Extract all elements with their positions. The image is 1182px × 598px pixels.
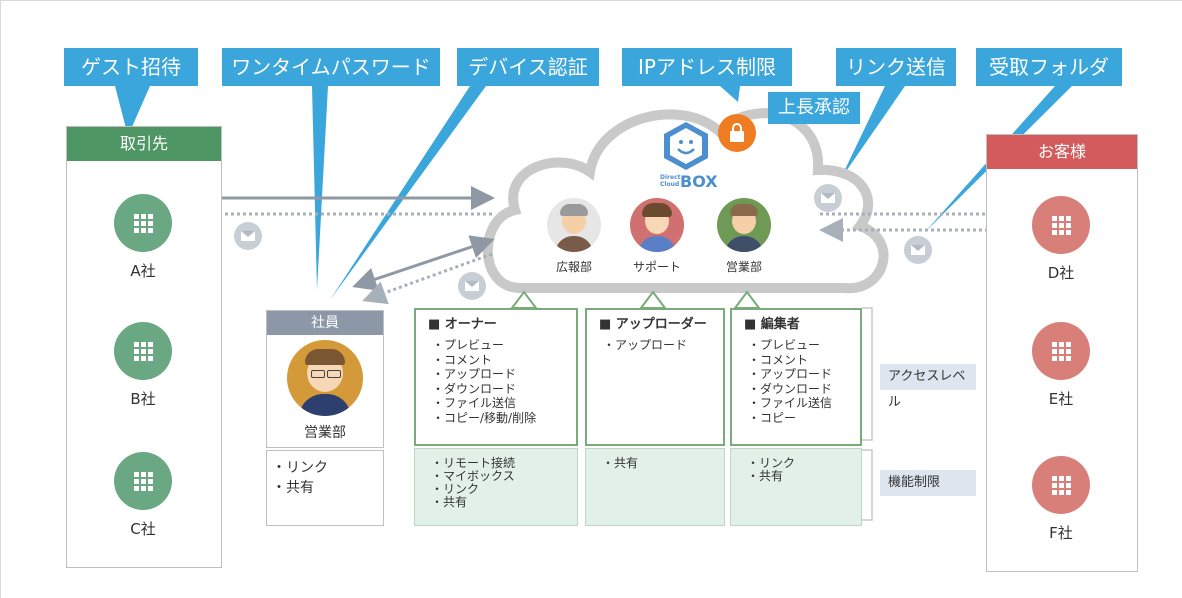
function-item: マイボックス: [431, 470, 577, 483]
person-icon: [547, 198, 601, 252]
member-name: 広報部: [555, 260, 592, 274]
frame-top-line: [0, 0, 1182, 1]
building-icon: [1032, 456, 1090, 514]
permission-item: アップロード: [748, 367, 860, 382]
member-pr: 広報部: [542, 198, 606, 275]
role-pointer-owner: [510, 290, 538, 309]
role-uploader: ■ アップローダー アップロード: [585, 308, 725, 446]
building-icon: [114, 322, 172, 380]
mail-icon: [814, 184, 842, 212]
building-icon: [1032, 196, 1090, 254]
function-bracket: [862, 449, 873, 521]
role-title: ■ オーナー: [428, 317, 497, 332]
permission-item: プレビュー: [432, 338, 576, 353]
function-limit-label: 機能制限: [880, 470, 976, 496]
cloud-brand-top: Direct Cloud: [660, 174, 681, 188]
frame-left-line: [0, 0, 1, 598]
manager-approval-tag: 上長承認: [768, 92, 860, 124]
permission-item: アップロード: [432, 367, 576, 382]
company-label: C社: [130, 520, 156, 538]
person-icon: [287, 340, 363, 416]
permission-item: コピー: [748, 411, 860, 426]
ip-pointer: [720, 86, 740, 102]
permission-item: ダウンロード: [432, 382, 576, 397]
person-icon: [630, 198, 684, 252]
ip-restriction-tag: IPアドレス制限: [622, 48, 792, 86]
employee-feature: 共有: [272, 478, 328, 498]
otp-pointer: [312, 86, 328, 290]
function-item: 共有: [602, 457, 724, 470]
role-editor: ■ 編集者 プレビュー コメント アップロード ダウンロード ファイル送信 コピ…: [730, 308, 862, 446]
permission-item: コメント: [432, 353, 576, 368]
company-c: C社: [88, 452, 198, 539]
customer-panel-header: お客様: [987, 135, 1137, 169]
cloud-brand: Direct Cloud BOX: [660, 172, 720, 196]
company-d: D社: [1006, 196, 1116, 283]
company-a: A社: [88, 194, 198, 281]
mail-icon: [458, 272, 486, 300]
employee-feature: リンク: [272, 458, 328, 478]
function-item: 共有: [747, 470, 861, 483]
member-name: サポート: [632, 260, 681, 274]
function-item: リンク: [747, 457, 861, 470]
access-bracket: [862, 307, 873, 441]
mail-icon: [234, 222, 262, 250]
employee-feature-list: リンク 共有: [272, 458, 328, 498]
company-label: D社: [1047, 264, 1075, 282]
cloud-box-logo-icon: [660, 120, 712, 172]
one-time-password-tag: ワンタイムパスワード: [222, 48, 440, 86]
guest-invite-tag: ゲスト招待: [64, 48, 198, 86]
person-icon: [717, 198, 771, 252]
function-item: リモート接続: [431, 457, 577, 470]
role-pointer-editor: [733, 290, 761, 309]
employee-avatar: 営業部: [286, 340, 364, 442]
link-send-tag: リンク送信: [836, 48, 956, 86]
company-b: B社: [88, 322, 198, 409]
member-sales: 営業部: [712, 198, 776, 275]
function-owner: リモート接続 マイボックス リンク 共有: [414, 448, 578, 526]
cloud-brand-box: BOX: [680, 172, 718, 191]
mail-icon: [904, 236, 932, 264]
permission-item: アップロード: [603, 338, 723, 353]
employee-arrow-solid: [352, 235, 495, 291]
partner-panel-header: 取引先: [67, 127, 221, 161]
building-icon: [114, 194, 172, 252]
permission-item: ファイル送信: [748, 396, 860, 411]
company-e: E社: [1006, 322, 1116, 409]
permission-item: コメント: [748, 353, 860, 368]
role-title: ■ アップローダー: [599, 317, 707, 332]
guest-pointer: [115, 86, 150, 136]
employee-arrow-dotted: [362, 252, 493, 305]
building-icon: [1032, 322, 1090, 380]
company-label: A社: [130, 262, 156, 280]
company-label: F社: [1049, 524, 1073, 542]
function-item: リンク: [431, 483, 577, 496]
role-owner: ■ オーナー プレビュー コメント アップロード ダウンロード ファイル送信 コ…: [414, 308, 578, 446]
receive-folder-tag: 受取フォルダ: [976, 48, 1122, 86]
permission-item: プレビュー: [748, 338, 860, 353]
role-pointer-uploader: [639, 290, 667, 309]
member-support: サポート: [622, 198, 692, 275]
function-uploader: 共有: [585, 448, 725, 526]
company-f: F社: [1006, 456, 1116, 543]
role-title: ■ 編集者: [744, 317, 800, 332]
permission-item: ダウンロード: [748, 382, 860, 397]
company-label: B社: [130, 390, 156, 408]
employee-name: 営業部: [304, 425, 346, 441]
function-item: 共有: [431, 496, 577, 509]
company-label: E社: [1048, 390, 1074, 408]
permission-item: ファイル送信: [432, 396, 576, 411]
building-icon: [114, 452, 172, 510]
device-auth-tag: デバイス認証: [457, 48, 599, 86]
access-level-label: アクセスレベル: [880, 364, 976, 410]
lock-icon: [718, 114, 756, 152]
employee-header: 社員: [267, 311, 383, 335]
member-name: 営業部: [725, 260, 762, 274]
function-editor: リンク 共有: [730, 448, 862, 526]
permission-item: コピー/移動/削除: [432, 411, 576, 426]
link-pointer: [840, 86, 905, 180]
